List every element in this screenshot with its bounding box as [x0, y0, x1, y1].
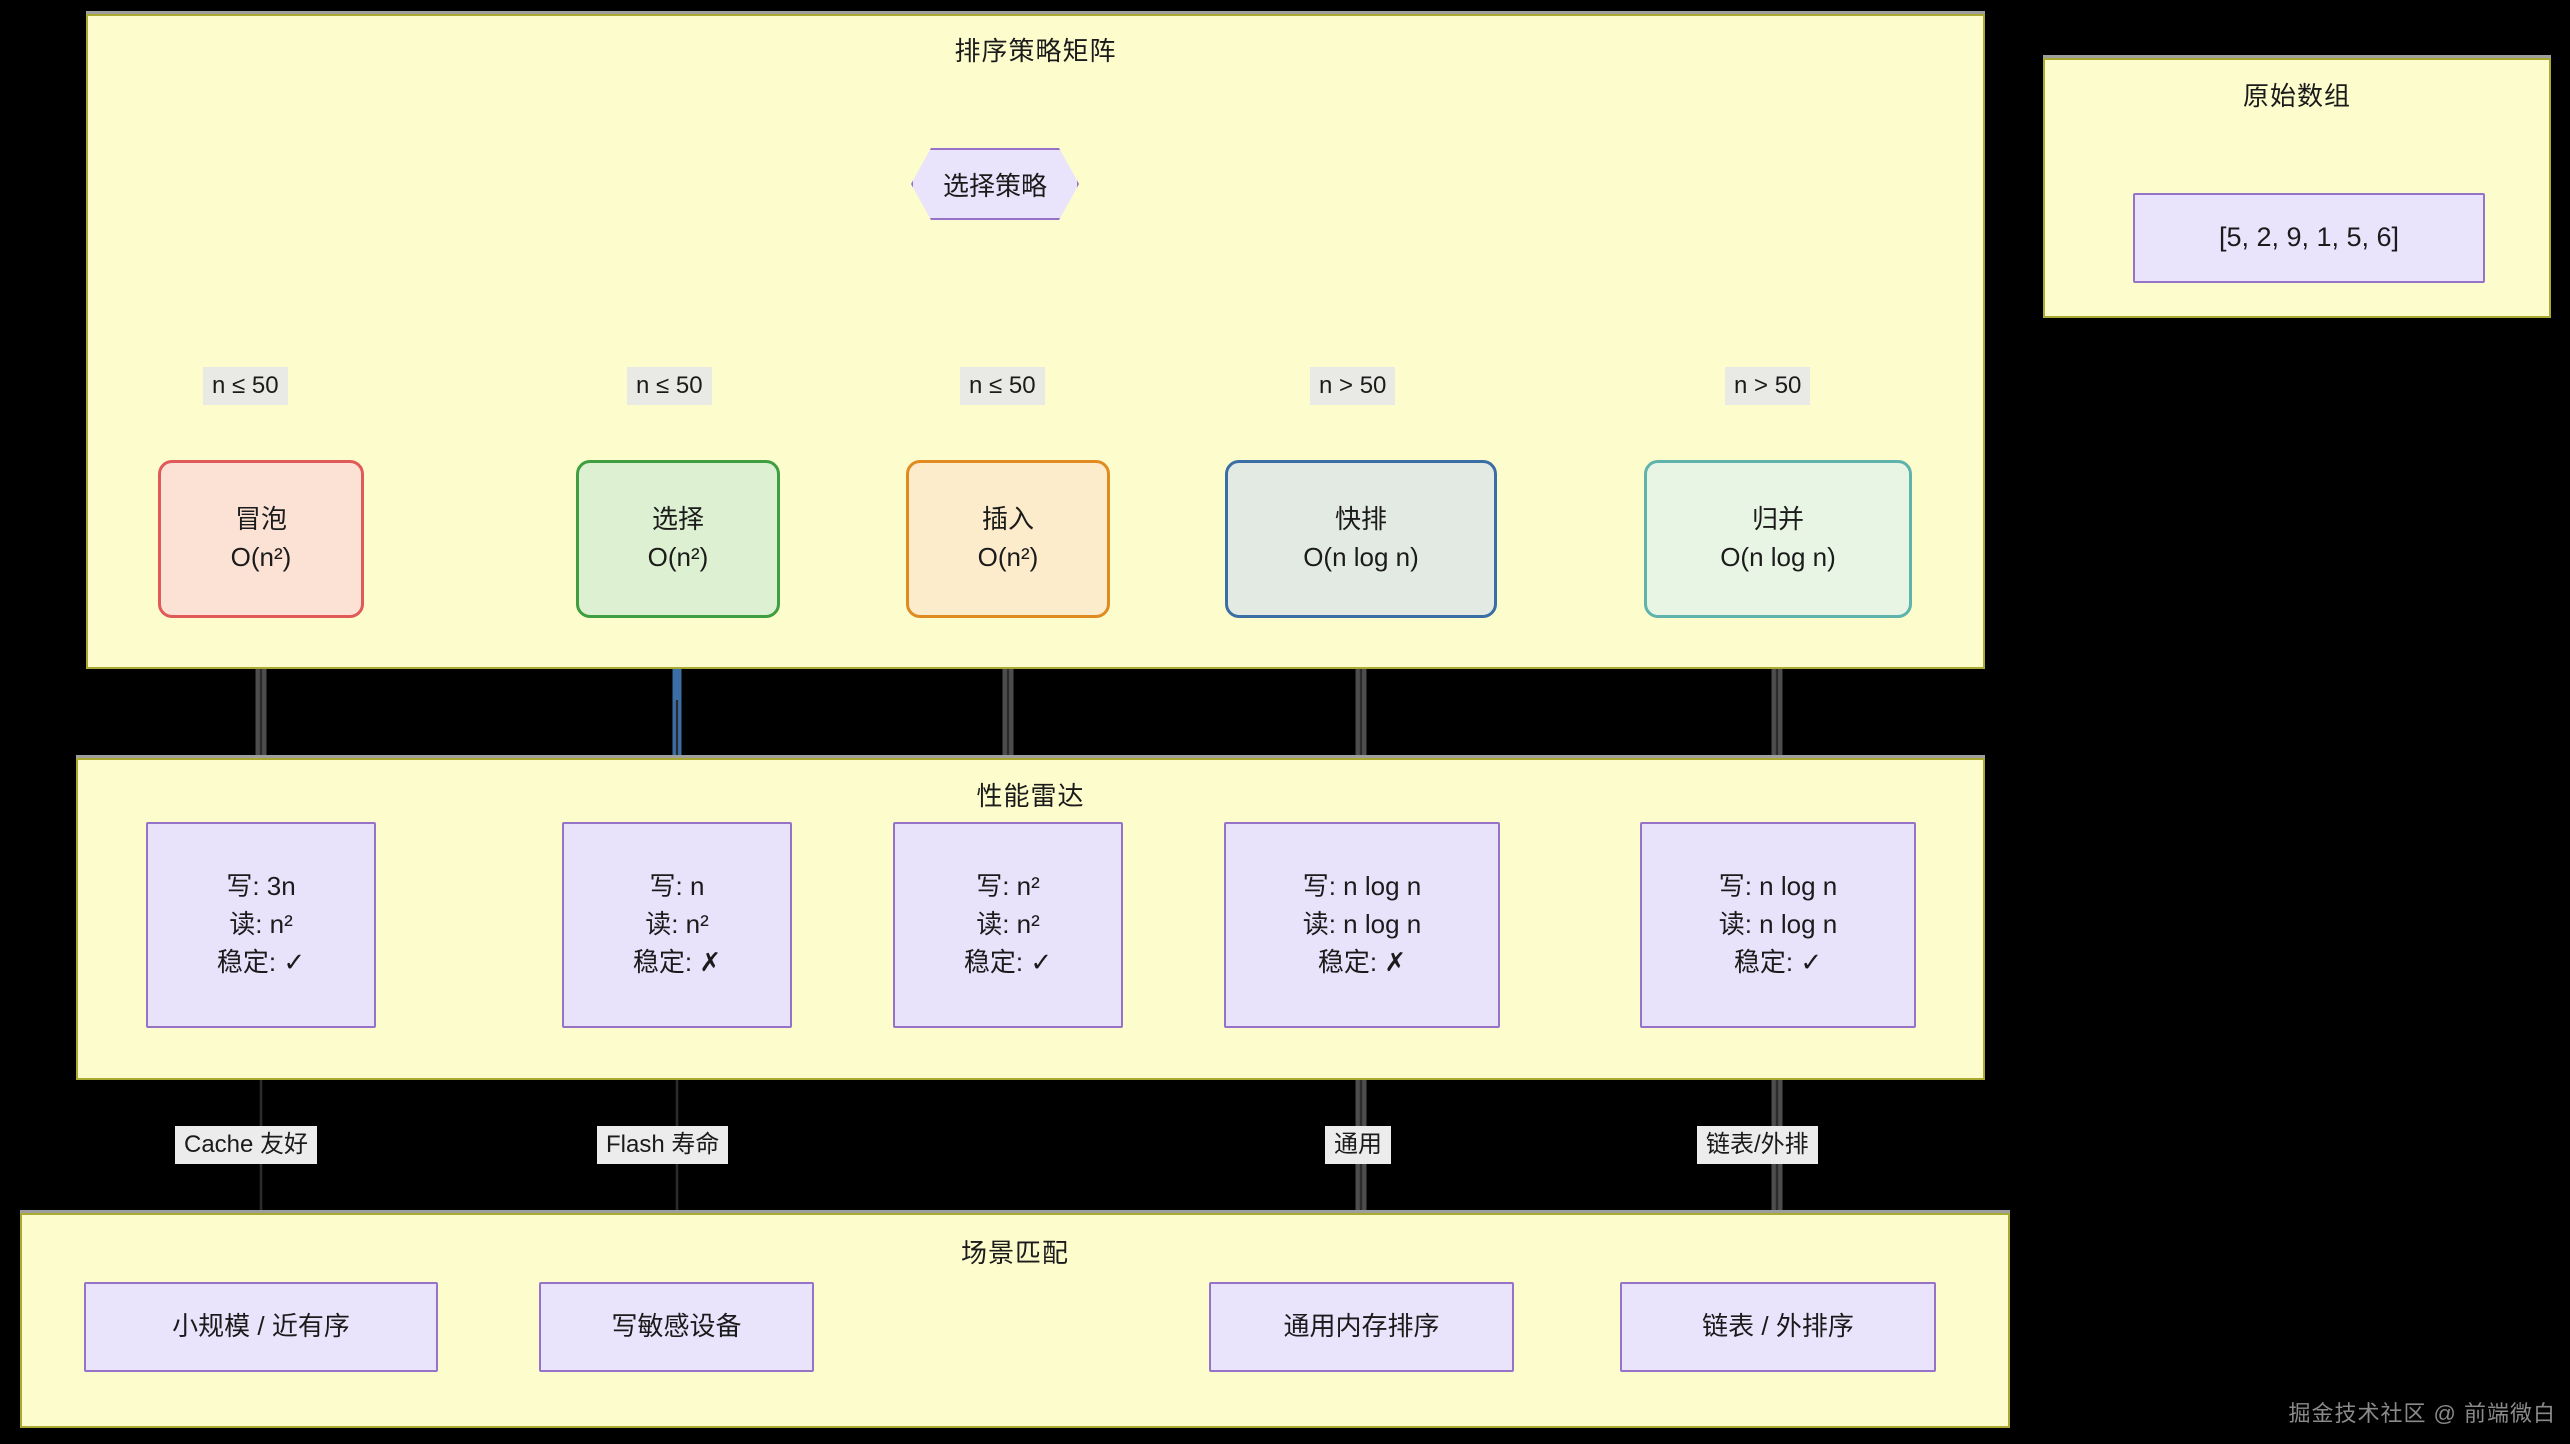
performance-bubble-read: 读: n²	[229, 909, 293, 940]
edge-label-scene-2: Flash 寿命	[597, 1126, 729, 1164]
performance-quicksort-read: 读: n log n	[1302, 909, 1422, 940]
node-algorithm-mergesort[interactable]: 归并 O(n log n)	[1644, 460, 1912, 618]
scene-small-nearly-sorted-text: 小规模 / 近有序	[172, 1311, 350, 1342]
decision-label: 选择策略	[942, 170, 1047, 201]
edge-label-scene-1: Cache 友好	[175, 1126, 318, 1164]
performance-mergesort-read: 读: n log n	[1718, 909, 1838, 940]
scene-linked-list-external-sort-text: 链表 / 外排序	[1702, 1311, 1854, 1342]
performance-bubble-write: 写: 3n	[226, 871, 296, 902]
performance-quicksort-stable: 稳定: ✗	[1317, 946, 1407, 977]
node-performance-mergesort[interactable]: 写: n log n 读: n log n 稳定: ✓	[1640, 822, 1916, 1028]
performance-mergesort-write: 写: n log n	[1718, 871, 1838, 902]
node-decision-choose-strategy[interactable]: 选择策略	[911, 148, 1079, 220]
algorithm-quicksort-name: 快排	[1334, 504, 1387, 535]
edge-label-scene-3: 通用	[1325, 1126, 1391, 1164]
subgraph-title-array: 原始数组	[2242, 81, 2351, 111]
edge-label-condition-1: n ≤ 50	[203, 367, 288, 405]
scene-write-sensitive-device-text: 写敏感设备	[611, 1311, 742, 1342]
node-original-array-value[interactable]: [5, 2, 9, 1, 5, 6]	[2133, 193, 2485, 283]
algorithm-bubble-name: 冒泡	[234, 504, 287, 535]
performance-mergesort-stable: 稳定: ✓	[1733, 946, 1823, 977]
node-performance-quicksort[interactable]: 写: n log n 读: n log n 稳定: ✗	[1224, 822, 1500, 1028]
node-scene-small-nearly-sorted[interactable]: 小规模 / 近有序	[84, 1282, 438, 1372]
performance-insertion-stable: 稳定: ✓	[963, 946, 1053, 977]
algorithm-mergesort-name: 归并	[1751, 504, 1804, 535]
node-algorithm-quicksort[interactable]: 快排 O(n log n)	[1225, 460, 1497, 618]
node-scene-general-memory-sort[interactable]: 通用内存排序	[1209, 1282, 1514, 1372]
algorithm-insertion-name: 插入	[981, 504, 1034, 535]
node-scene-write-sensitive-device[interactable]: 写敏感设备	[539, 1282, 814, 1372]
watermark: 掘金技术社区 @ 前端微白	[2288, 1401, 2556, 1426]
subgraph-title-scene: 场景匹配	[960, 1238, 1069, 1268]
performance-selection-write: 写: n	[649, 871, 705, 902]
node-performance-insertion[interactable]: 写: n² 读: n² 稳定: ✓	[893, 822, 1123, 1028]
edge-label-scene-4: 链表/外排	[1697, 1126, 1818, 1164]
scene-general-memory-sort-text: 通用内存排序	[1283, 1311, 1440, 1342]
algorithm-selection-name: 选择	[651, 504, 704, 535]
performance-selection-stable: 稳定: ✗	[632, 946, 722, 977]
performance-quicksort-write: 写: n log n	[1302, 871, 1422, 902]
edge-label-condition-2: n ≤ 50	[627, 367, 712, 405]
algorithm-quicksort-complexity: O(n log n)	[1303, 542, 1419, 572]
node-algorithm-insertion[interactable]: 插入 O(n²)	[906, 460, 1110, 618]
edge-label-condition-5: n > 50	[1725, 367, 1811, 405]
node-performance-selection[interactable]: 写: n 读: n² 稳定: ✗	[562, 822, 792, 1028]
performance-bubble-stable: 稳定: ✓	[216, 946, 306, 977]
subgraph-title-matrix: 排序策略矩阵	[954, 36, 1117, 66]
subgraph-original-array: 原始数组 [5, 2, 9, 1, 5, 6]	[2043, 58, 2551, 318]
node-algorithm-bubble[interactable]: 冒泡 O(n²)	[158, 460, 364, 618]
edge-label-condition-3: n ≤ 50	[960, 367, 1045, 405]
performance-insertion-write: 写: n²	[976, 871, 1040, 902]
algorithm-mergesort-complexity: O(n log n)	[1720, 542, 1836, 572]
original-array-value-text: [5, 2, 9, 1, 5, 6]	[2218, 222, 2400, 253]
performance-insertion-read: 读: n²	[976, 909, 1040, 940]
performance-selection-read: 读: n²	[645, 909, 709, 940]
algorithm-bubble-complexity: O(n²)	[230, 542, 292, 572]
node-performance-bubble[interactable]: 写: 3n 读: n² 稳定: ✓	[146, 822, 376, 1028]
subgraph-title-radar: 性能雷达	[976, 781, 1085, 811]
node-scene-linked-list-external-sort[interactable]: 链表 / 外排序	[1620, 1282, 1936, 1372]
node-algorithm-selection[interactable]: 选择 O(n²)	[576, 460, 780, 618]
edge-label-condition-4: n > 50	[1310, 367, 1396, 405]
algorithm-insertion-complexity: O(n²)	[977, 542, 1039, 572]
algorithm-selection-complexity: O(n²)	[647, 542, 709, 572]
